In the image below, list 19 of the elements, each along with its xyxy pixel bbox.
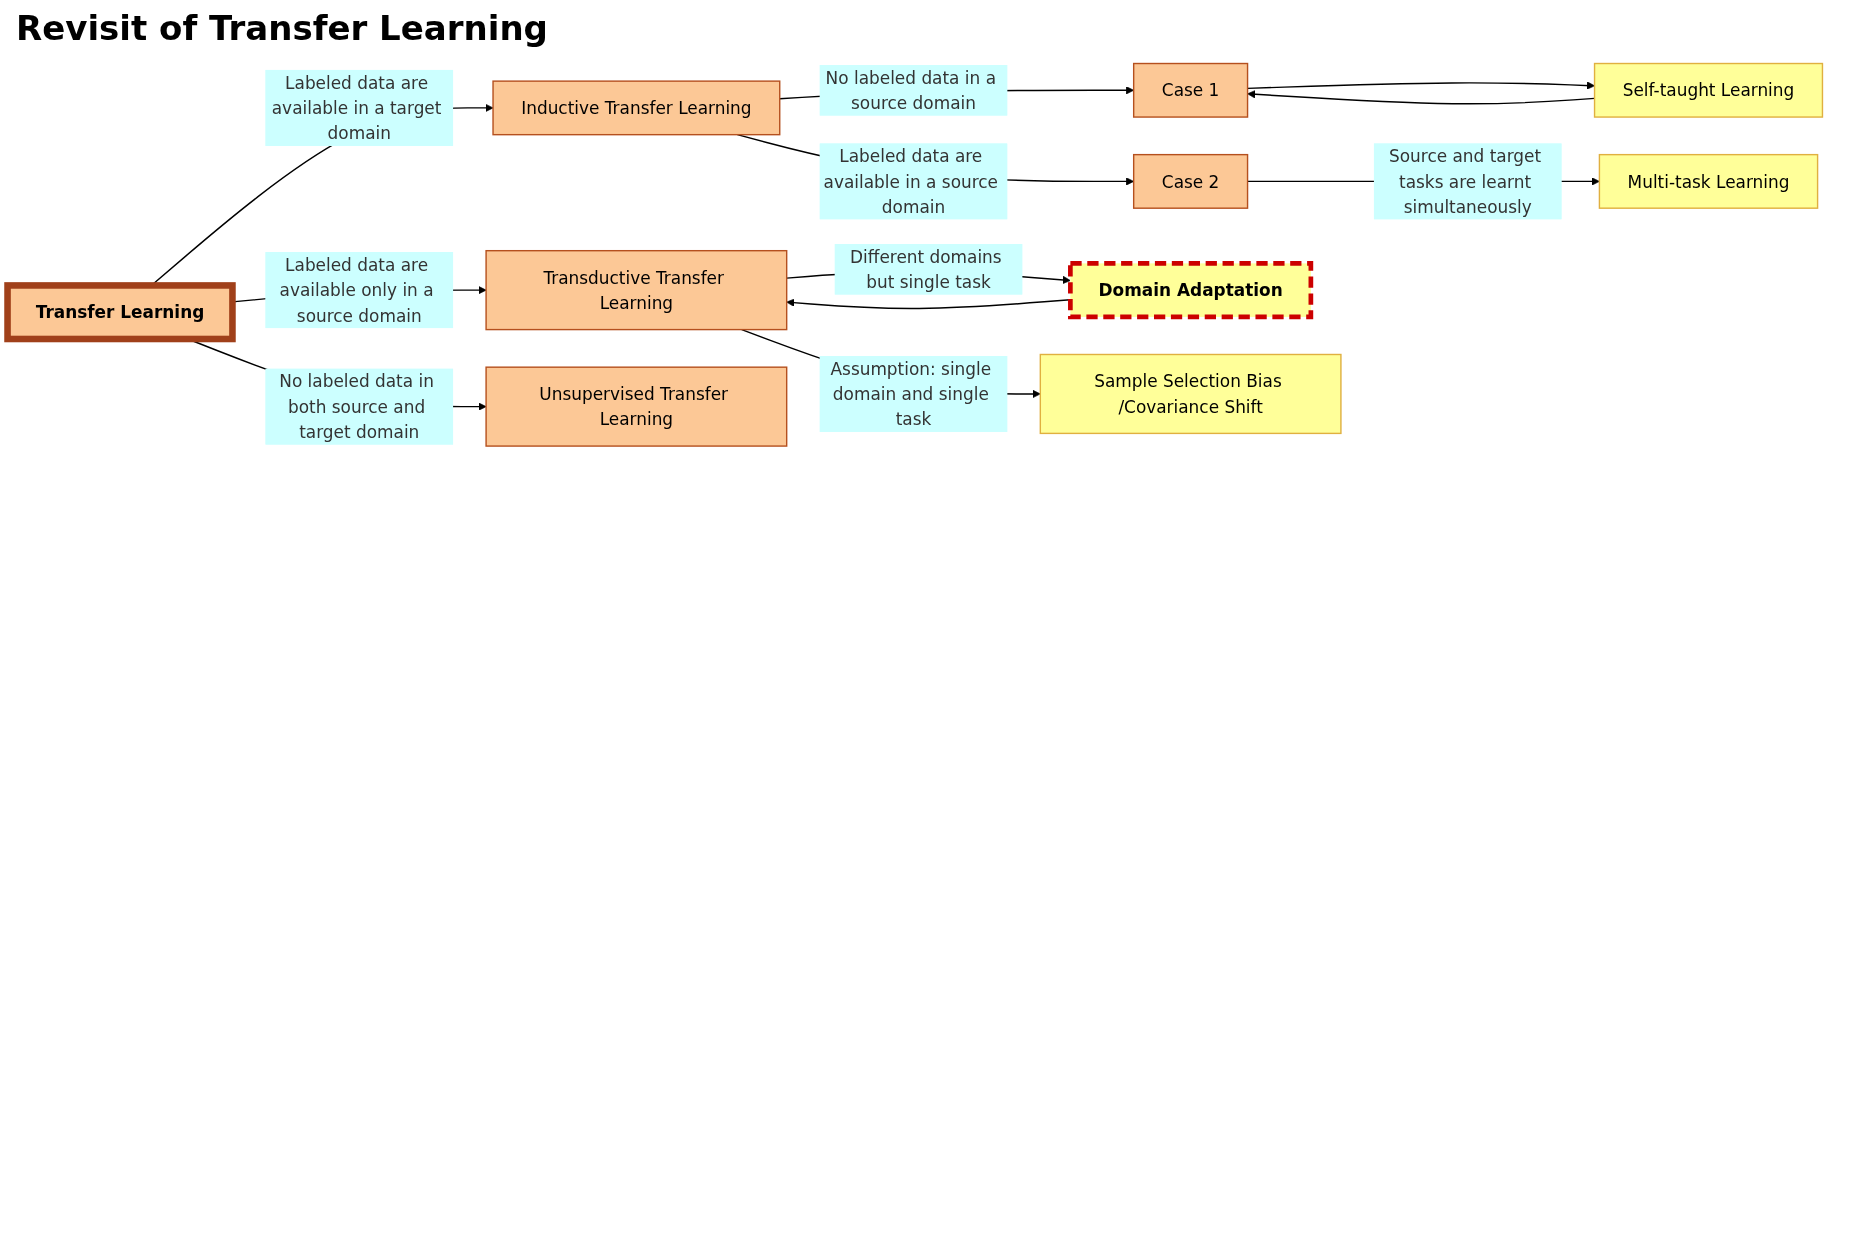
node-box: Transductive Transfer Learning: [485, 250, 788, 331]
node-box: Case 1: [1132, 62, 1249, 118]
diagram-title: Revisit of Transfer Learning: [16, 8, 549, 48]
node-box: Sample Selection Bias /Covariance Shift: [1039, 353, 1342, 435]
edge-label: Labeled data are available in a source domain: [823, 146, 998, 217]
node-box: Unsupervised Transfer Learning: [485, 366, 788, 447]
node-box: Domain Adaptation: [1068, 261, 1314, 320]
node-box: Case 2: [1132, 153, 1249, 209]
edge-label: No labeled data in both source and target domain: [279, 371, 434, 442]
edge-label: No labeled data in a source domain: [825, 67, 997, 113]
node-box: Self-taught Learning: [1593, 62, 1824, 118]
edge-label: Source and target tasks are learnt simultaneously: [1389, 146, 1542, 217]
edge-label: Assumption: single domain and single task: [830, 358, 992, 430]
node-box: Multi-task Learning: [1598, 153, 1819, 209]
edge-label: Different domains but single task: [850, 246, 1002, 292]
node-box: Transfer Learning: [4, 282, 236, 343]
edge-label: Labeled data are available in a target domain: [271, 72, 442, 144]
edge-label: Labeled data are available only in a source domain: [279, 254, 434, 326]
node-box: Inductive Transfer Learning: [492, 80, 781, 136]
